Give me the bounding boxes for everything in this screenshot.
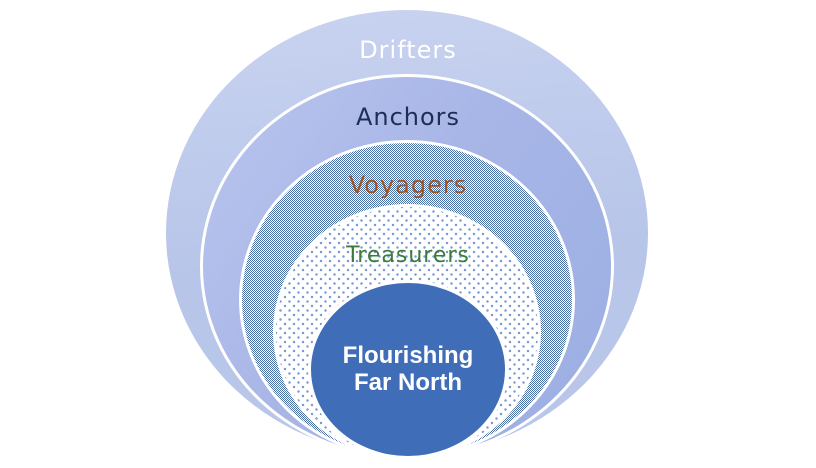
circle-flourishing-far-north bbox=[308, 280, 508, 459]
label-anchors: Anchors bbox=[355, 103, 461, 131]
label-voyagers: Voyagers bbox=[348, 171, 468, 199]
label-drifters: Drifters bbox=[359, 36, 457, 64]
label-treasurers: Treasurers bbox=[346, 243, 470, 268]
label-flourishing-far-north: Flourishing Far North bbox=[342, 342, 474, 396]
